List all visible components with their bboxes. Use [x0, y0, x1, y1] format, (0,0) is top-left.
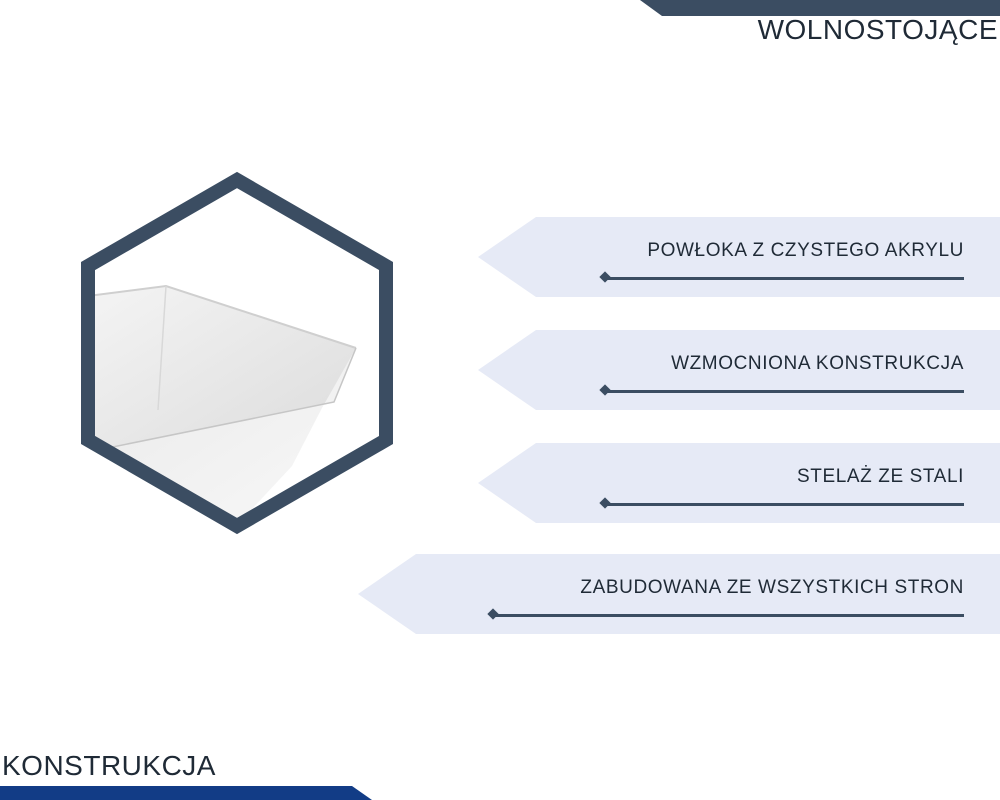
diamond-bullet-icon — [487, 608, 499, 620]
feature-label-1: POWŁOKA Z CZYSTEGO AKRYLU — [647, 240, 964, 261]
page-title: WOLNOSTOJĄCE — [757, 14, 998, 45]
feature-underline-1 — [599, 271, 964, 283]
bathtub-icon — [81, 171, 393, 535]
product-hexagon-frame — [78, 170, 396, 536]
feature-banner-4: ZABUDOWANA ZE WSZYSTKICH STRON — [358, 554, 1000, 634]
feature-label-4: ZABUDOWANA ZE WSZYSTKICH STRON — [580, 577, 964, 598]
bottom-accent-bar — [0, 786, 372, 800]
feature-banner-1: POWŁOKA Z CZYSTEGO AKRYLU — [478, 217, 1000, 297]
feature-label-3: STELAŻ ZE STALI — [796, 466, 964, 487]
diamond-bullet-icon — [599, 497, 611, 509]
feature-underline-4 — [487, 608, 964, 620]
diamond-bullet-icon — [599, 271, 611, 283]
feature-underline-2 — [599, 384, 964, 396]
feature-banner-3: STELAŻ ZE STALI — [478, 443, 1000, 523]
diamond-bullet-icon — [599, 384, 611, 396]
section-title: KONSTRUKCJA — [2, 750, 216, 781]
feature-underline-3 — [599, 497, 964, 509]
top-accent-bar — [640, 0, 1000, 16]
feature-banner-2: WZMOCNIONA KONSTRUKCJA — [478, 330, 1000, 410]
feature-label-2: WZMOCNIONA KONSTRUKCJA — [671, 353, 964, 374]
